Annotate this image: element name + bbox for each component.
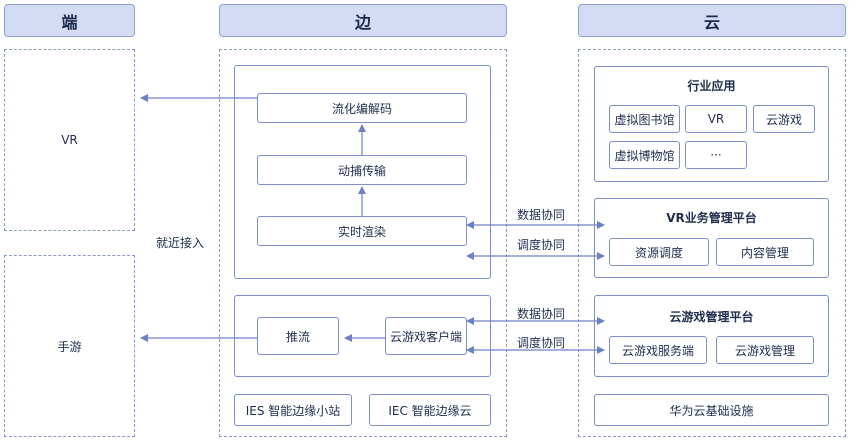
data-sync-label-1: 数据协同 [516,207,565,222]
terminal-header: 端 [4,4,135,37]
mobile-game-terminal-box: 手游 [4,255,135,437]
codec-node: 流化编解码 [257,93,467,123]
resource-scheduling-node: 资源调度 [609,238,709,266]
schedule-sync-label-1: 调度协同 [516,237,565,252]
content-management-node: 内容管理 [716,238,814,266]
industry-app-title: 行业应用 [687,78,736,93]
cloud-game-platform-title: 云游戏管理平台 [669,309,754,324]
vr-app-node: VR [685,105,747,133]
vr-terminal-box: VR [4,49,135,231]
huawei-infra-box: 华为云基础设施 [594,394,829,426]
iec-box: IEC 智能边缘云 [369,394,491,426]
cloud-game-server-node: 云游戏服务端 [609,336,707,364]
mobile-game-label: 手游 [57,339,82,354]
vr-platform-title: VR业务管理平台 [666,210,757,225]
ies-box: IES 智能边缘小站 [234,394,352,426]
vr-terminal-label: VR [61,133,78,147]
nearby-access-label: 就近接入 [155,235,204,250]
mocap-node: 动捕传输 [257,155,467,185]
cloud-column [578,49,846,437]
virtual-museum-node: 虚拟博物馆 [609,141,680,169]
more-apps-node: ··· [685,141,747,169]
virtual-library-node: 虚拟图书馆 [609,105,680,133]
cloud-game-app-node: 云游戏 [753,105,815,133]
edge-column [219,49,507,437]
edge-header: 边 [219,4,507,37]
push-stream-node: 推流 [257,317,339,355]
render-node: 实时渲染 [257,216,467,246]
cloud-game-management-node: 云游戏管理 [716,336,814,364]
cloud-header: 云 [578,4,846,37]
cloud-game-client-node: 云游戏客户端 [385,317,467,355]
